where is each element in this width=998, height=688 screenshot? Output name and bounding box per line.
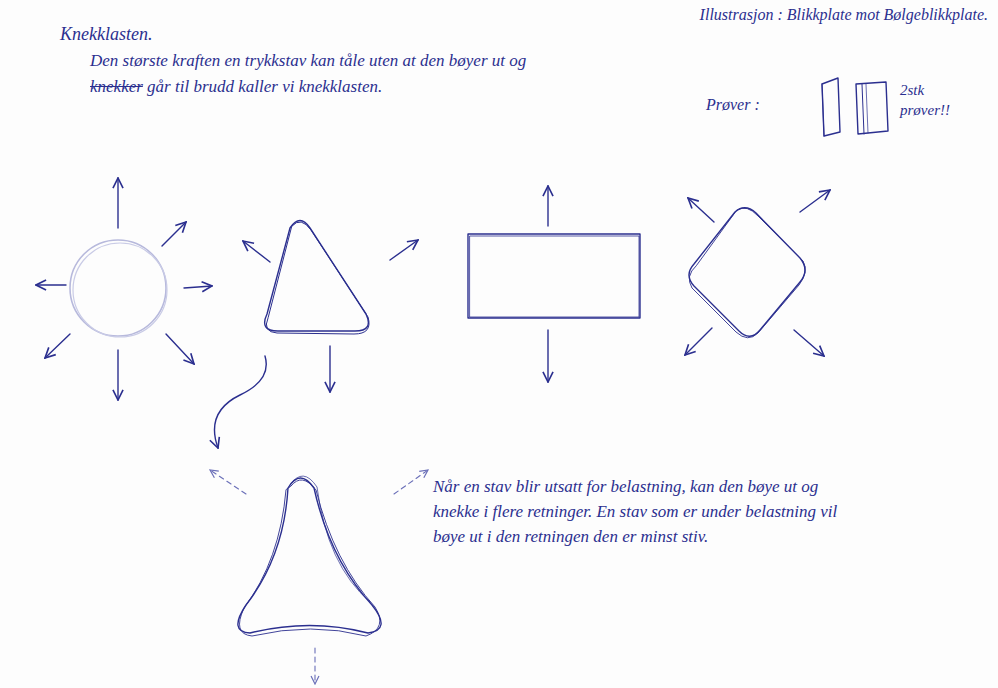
specimen-label: Prøver : <box>706 94 760 116</box>
sheet-title: Knekklasten. <box>60 24 152 45</box>
rectangle-section <box>468 186 640 382</box>
circle-section <box>36 178 212 400</box>
definition-text: Den største kraften en trykkstav kan tål… <box>90 48 540 100</box>
definition-text: Den største kraften en trykkstav kan tål… <box>90 51 526 70</box>
specimen-sketch <box>822 78 888 136</box>
buckled-triangle <box>210 470 428 684</box>
illustration-note: Illustrasjon : Blikkplate mot Bølgeblikk… <box>698 4 988 26</box>
specimen-count: 2stk prøver!! <box>900 80 972 120</box>
definition-text: går til brudd kaller vi knekklasten. <box>147 77 382 96</box>
explanation-note: Når en stav blir utsatt for belastning, … <box>433 474 853 549</box>
triangle-section <box>214 221 418 449</box>
square-section <box>685 190 830 356</box>
crossed-word: knekker <box>90 77 143 96</box>
